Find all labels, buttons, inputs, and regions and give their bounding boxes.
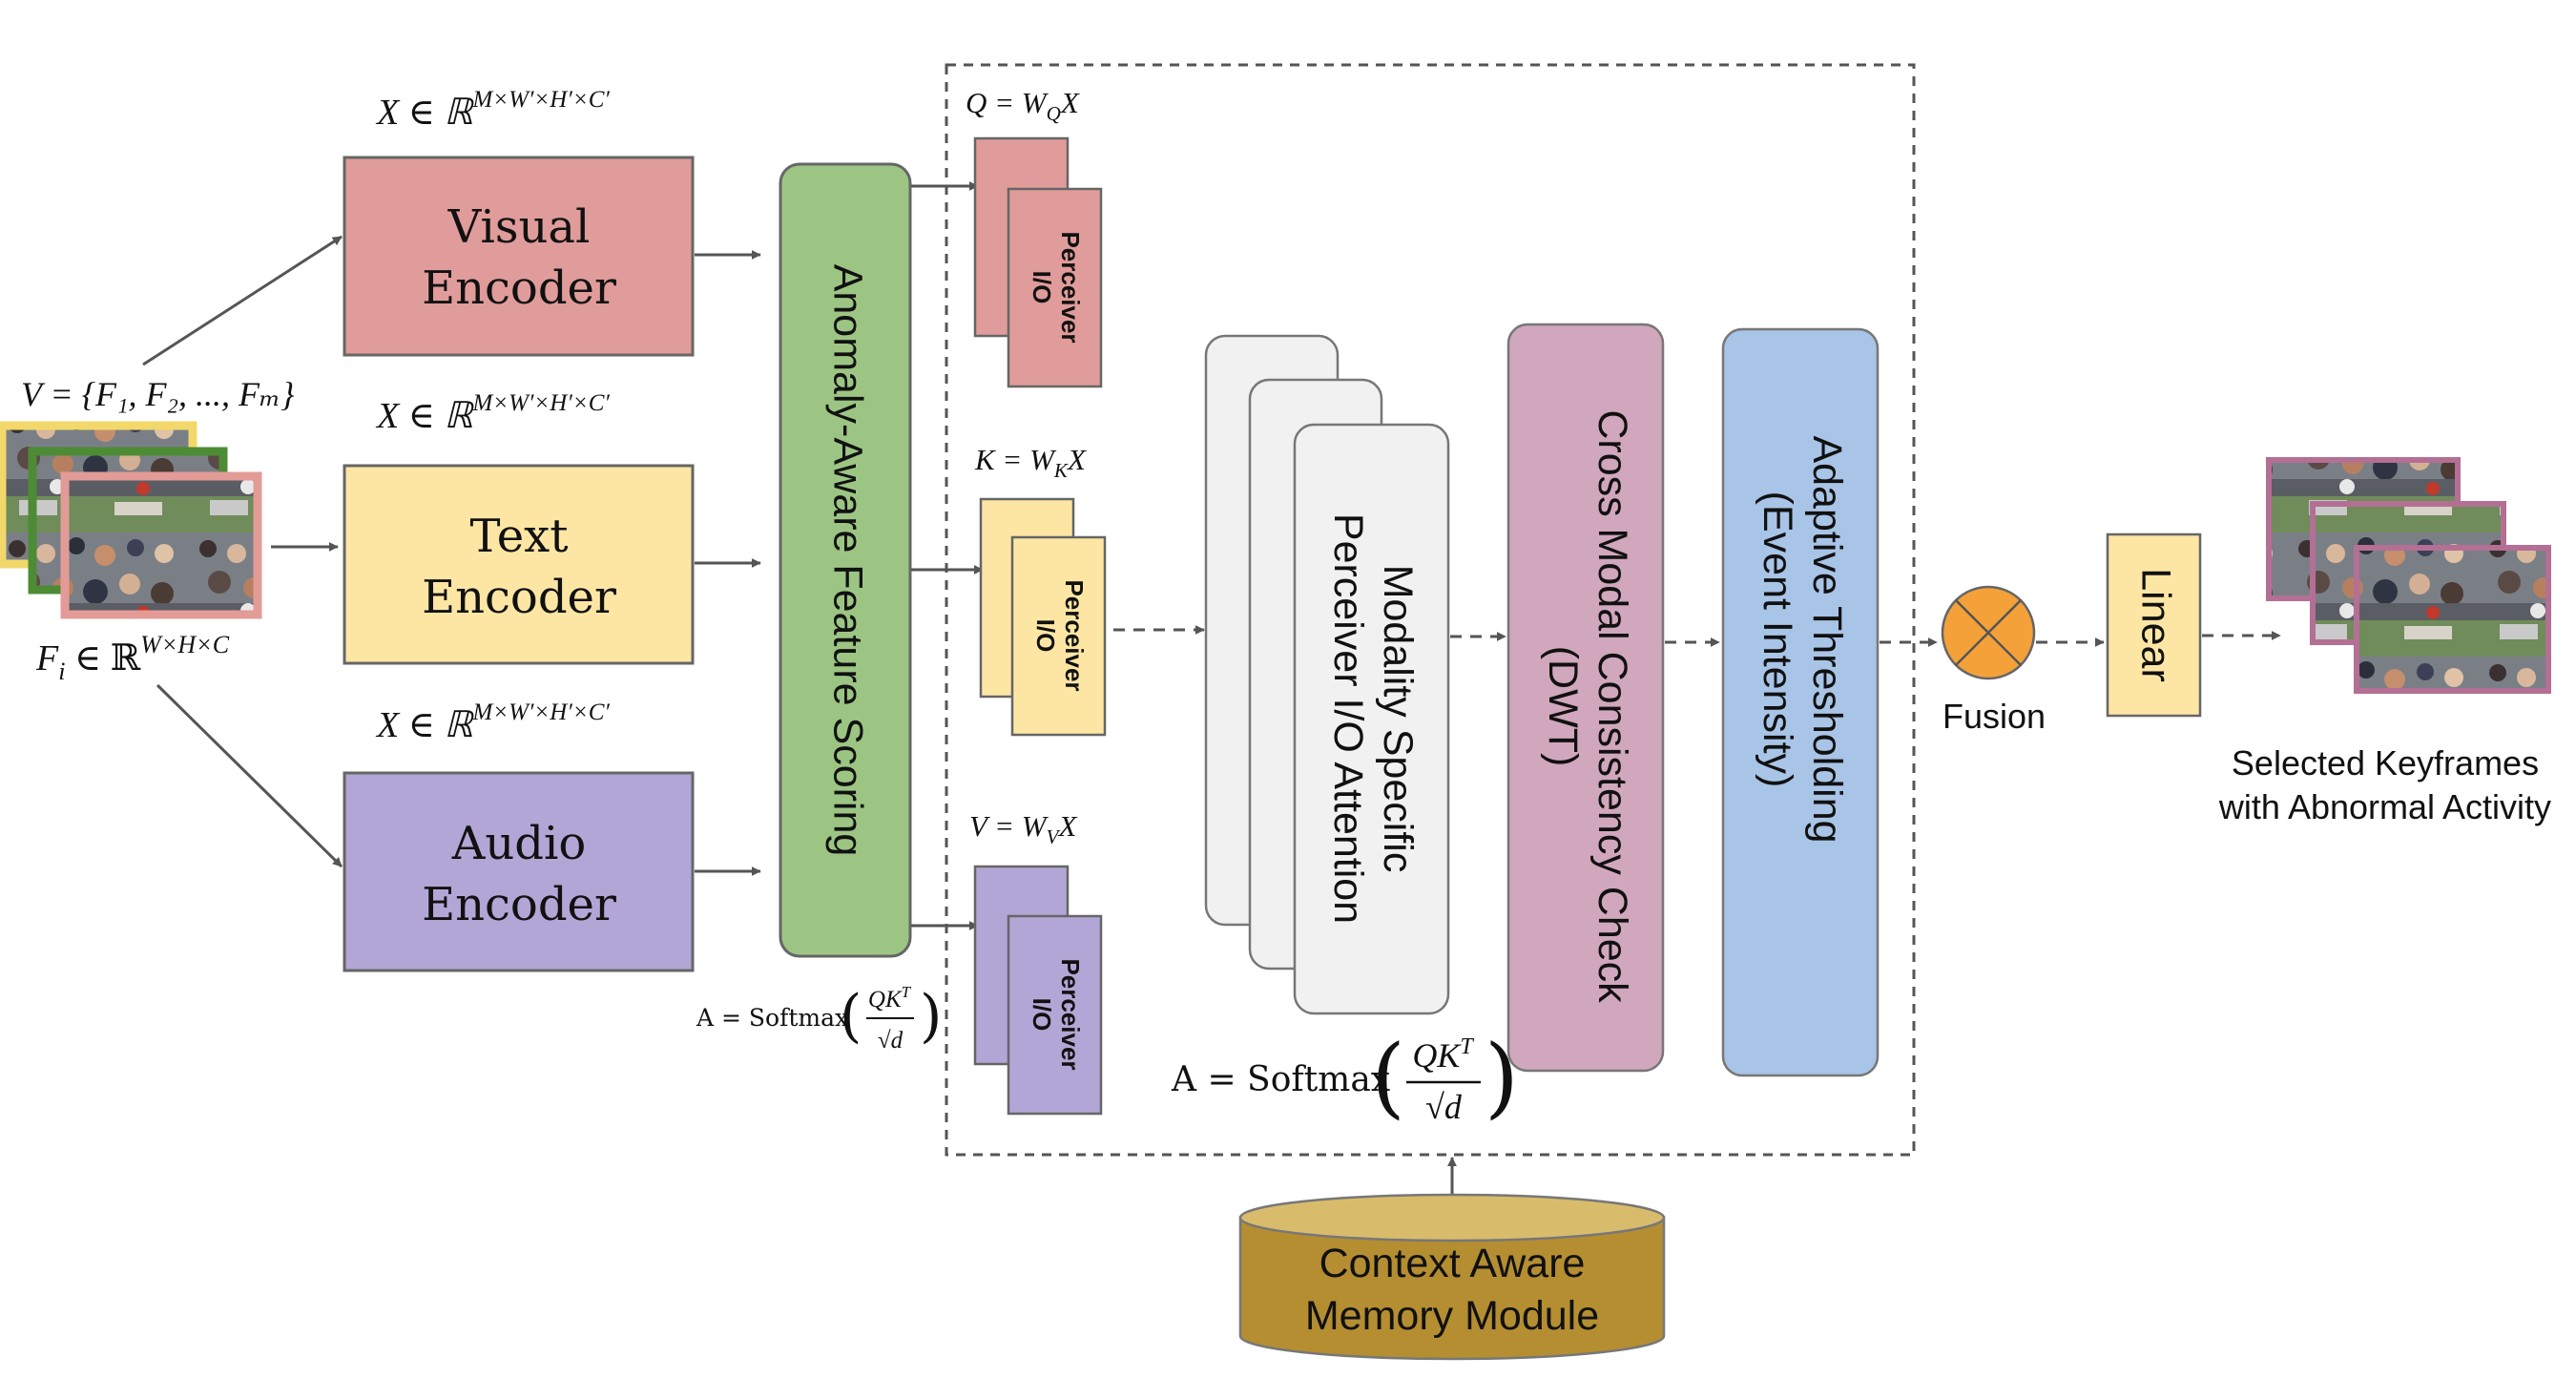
audio-encoder: Audio Encoder xyxy=(343,771,695,972)
thresholding-box xyxy=(1721,327,1880,1077)
visual-output-formula: X ∈ ℝM×W′×H′×C′ xyxy=(375,87,610,133)
modality-attention-label: Modality SpecificPerceiver I/O Attention xyxy=(1325,513,1421,924)
output-frame-front xyxy=(2354,545,2551,694)
k-perceiver-front xyxy=(1010,535,1107,737)
memory-cylinder-body xyxy=(1238,1216,1666,1361)
attention-small-paren-left: ( xyxy=(840,983,862,1050)
attention-small-denominator: √d xyxy=(878,1028,904,1054)
k-perceiver-stack: PerceiverI/O xyxy=(979,497,1107,737)
visual-encoder-label-1: Visual xyxy=(447,200,591,254)
v-projection-label: V = WVX xyxy=(969,809,1077,848)
attention-large-denominator: √d xyxy=(1425,1088,1463,1126)
consistency-label: Cross Modal Consistency Check(DWT) xyxy=(1540,409,1635,1003)
fusion-node: Fusion xyxy=(1941,585,2046,736)
consistency-box xyxy=(1506,323,1665,1073)
fusion-label: Fusion xyxy=(1942,697,2046,736)
attention-small-paren-right: ) xyxy=(920,983,942,1050)
visual-encoder-label-2: Encoder xyxy=(422,261,616,315)
audio-encoder-label-1: Audio xyxy=(451,817,587,870)
q-perceiver-front xyxy=(1007,187,1103,388)
attention-large-paren-left: ( xyxy=(1371,1026,1405,1128)
attention-module-container xyxy=(945,63,1916,1157)
linear-box xyxy=(2106,532,2202,718)
input-frame-stack xyxy=(0,421,262,619)
memory-label-1: Context Aware xyxy=(1319,1241,1586,1286)
memory-cylinder-top xyxy=(1238,1193,1666,1242)
k-perceiver-label: PerceiverI/O xyxy=(1031,579,1089,691)
adaptive-thresholding: Adaptive Thresholding(Event Intensity) xyxy=(1721,327,1880,1077)
k-projection-label: K = WKX xyxy=(974,443,1087,482)
output-label-2: with Abnormal Activity xyxy=(2218,787,2551,826)
output-label-1: Selected Keyframes xyxy=(2232,743,2539,783)
text-encoder: Text Encoder xyxy=(343,464,695,665)
audio-output-formula: X ∈ ℝM×W′×H′×C′ xyxy=(375,699,610,745)
attention-formula-large: A = Softmax ( QKT √d ) xyxy=(1171,1026,1519,1128)
fusion-cross-2 xyxy=(1955,599,2022,666)
text-encoder-label-2: Encoder xyxy=(422,571,616,624)
memory-module: Context Aware Memory Module xyxy=(1238,1193,1666,1361)
v-perceiver-label: PerceiverI/O xyxy=(1028,958,1085,1070)
audio-encoder-label-2: Encoder xyxy=(422,878,616,931)
text-output-formula: X ∈ ℝM×W′×H′×C′ xyxy=(375,390,610,436)
attention-large-lhs: A = Softmax xyxy=(1171,1060,1390,1099)
attention-formula-small: A = Softmax ( QKT √d ) xyxy=(696,983,942,1054)
linear-label: Linear xyxy=(2133,568,2179,682)
scoring-label: Anomaly-Aware Feature Scoring xyxy=(825,264,871,857)
memory-label-2: Memory Module xyxy=(1305,1293,1599,1339)
input-set-label: V = {F₁, F₂, ..., Fₘ} xyxy=(21,375,295,413)
attention-small-lhs: A = Softmax xyxy=(696,1004,848,1032)
arrow-input-to-visual xyxy=(142,235,343,366)
v-perceiver-stack: PerceiverI/O xyxy=(973,865,1103,1116)
q-perceiver-label: PerceiverI/O xyxy=(1028,231,1085,343)
attention-small-numerator: QKT xyxy=(868,983,912,1013)
visual-encoder: Visual Encoder xyxy=(343,156,695,357)
q-perceiver-stack: PerceiverI/O xyxy=(973,136,1103,388)
output-frame-stack xyxy=(2266,457,2551,694)
arrow-input-to-audio xyxy=(156,683,343,868)
v-perceiver-front xyxy=(1007,914,1103,1116)
attention-card-front xyxy=(1293,423,1450,1015)
q-projection-label: Q = WQX xyxy=(966,86,1080,125)
audio-encoder-box xyxy=(343,771,695,972)
input-frame-front xyxy=(60,471,262,619)
thresholding-label: Adaptive Thresholding(Event Intensity) xyxy=(1755,435,1850,843)
linear-layer: Linear xyxy=(2106,532,2202,718)
cross-modal-consistency: Cross Modal Consistency Check(DWT) xyxy=(1506,323,1665,1073)
modality-attention-stack: Modality SpecificPerceiver I/O Attention xyxy=(1204,334,1450,1015)
visual-encoder-box xyxy=(343,156,695,357)
text-encoder-box xyxy=(343,464,695,665)
anomaly-feature-scoring: Anomaly-Aware Feature Scoring xyxy=(779,162,912,958)
input-frame-label: Fi ∈ ℝW×H×C xyxy=(35,631,230,685)
scoring-box xyxy=(779,162,912,958)
attention-large-numerator: QKT xyxy=(1412,1034,1474,1075)
text-encoder-label-1: Text xyxy=(469,510,568,563)
